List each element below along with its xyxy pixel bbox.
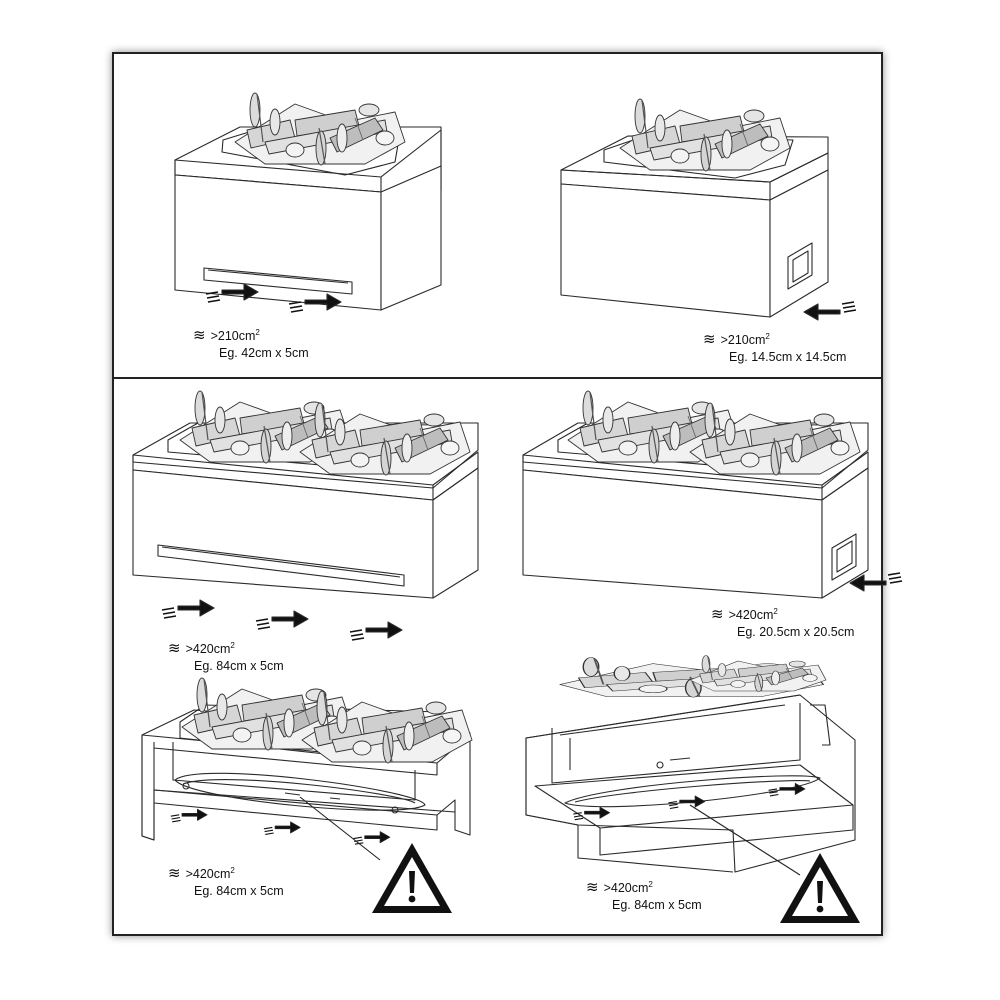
vent-icon: ≋ [586,879,599,897]
vent-icon: ≋ [703,331,716,349]
vent-icon: ≋ [193,327,206,345]
warning-triangle-icon [372,843,452,913]
fireplace-cabinet-6 [525,694,856,873]
vent-icon: ≋ [711,606,724,624]
vent-icon: ≋ [168,640,181,658]
airflow-arrow-icon [803,301,857,321]
vent-caption-5: ≋>420cm2 Eg. 84cm x 5cm [168,865,284,899]
airflow-arrow-icon [255,610,309,630]
vent-caption-3: ≋>420cm2 Eg. 84cm x 5cm [168,640,284,674]
panel-divider [114,377,883,379]
airflow-arrow-icon [161,599,215,619]
airflow-arrow-icon [352,831,391,845]
airflow-arrow-icon [263,821,301,835]
warning-triangle-icon [780,853,860,923]
airflow-arrow-icon [349,621,403,641]
vent-caption-2: ≋>210cm2 Eg. 14.5cm x 14.5cm [703,331,847,365]
vent-caption-6: ≋>420cm2 Eg. 84cm x 5cm [586,879,702,913]
vent-caption-1: ≋>210cm2 Eg. 42cm x 5cm [193,327,309,361]
airflow-arrow-icon [170,808,208,823]
vent-icon: ≋ [168,865,181,883]
vent-caption-4: ≋>420cm2 Eg. 20.5cm x 20.5cm [711,606,855,640]
